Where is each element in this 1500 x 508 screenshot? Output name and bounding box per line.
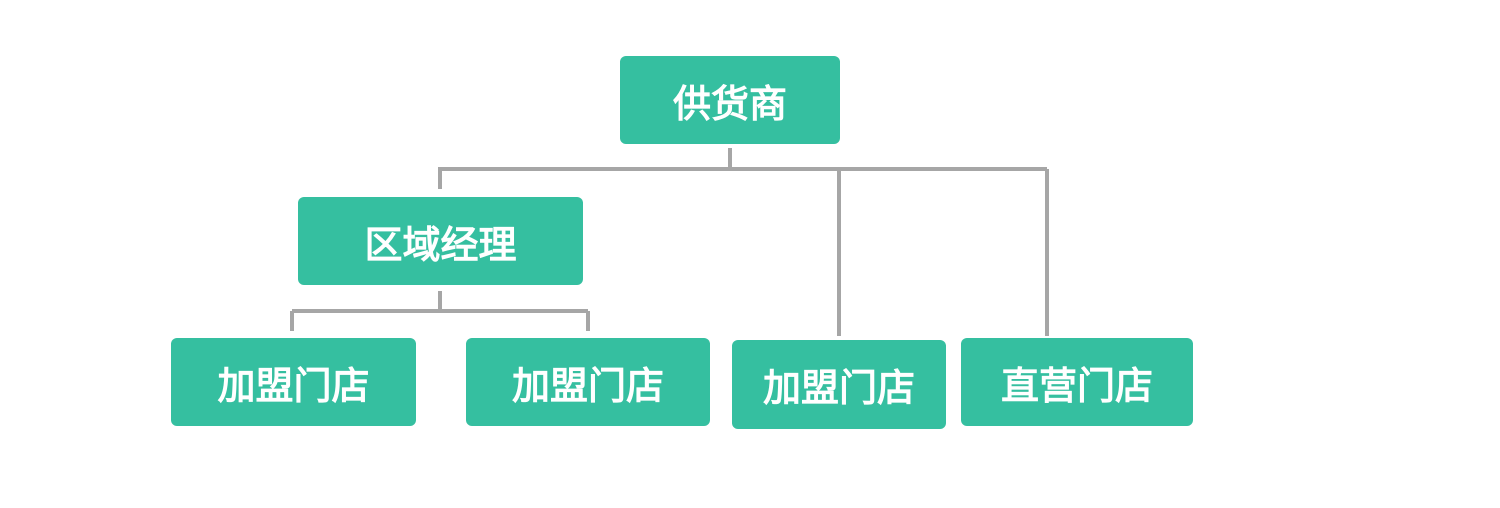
- node-franchise-store-3-label: 加盟门店: [762, 366, 915, 410]
- node-franchise-store-1: 加盟门店: [171, 338, 416, 426]
- node-franchise-store-2-label: 加盟门店: [511, 363, 664, 408]
- node-franchise-store-1-label: 加盟门店: [217, 363, 370, 408]
- node-regional-manager: 区域经理: [298, 197, 583, 285]
- node-supplier: 供货商: [620, 56, 840, 144]
- node-supplier-label: 供货商: [672, 81, 787, 126]
- node-regional-manager-label: 区域经理: [364, 222, 517, 267]
- node-franchise-store-3: 加盟门店: [732, 340, 946, 429]
- node-franchise-store-2: 加盟门店: [466, 338, 710, 426]
- node-direct-store: 直营门店: [961, 338, 1193, 426]
- node-direct-store-label: 直营门店: [1000, 363, 1153, 408]
